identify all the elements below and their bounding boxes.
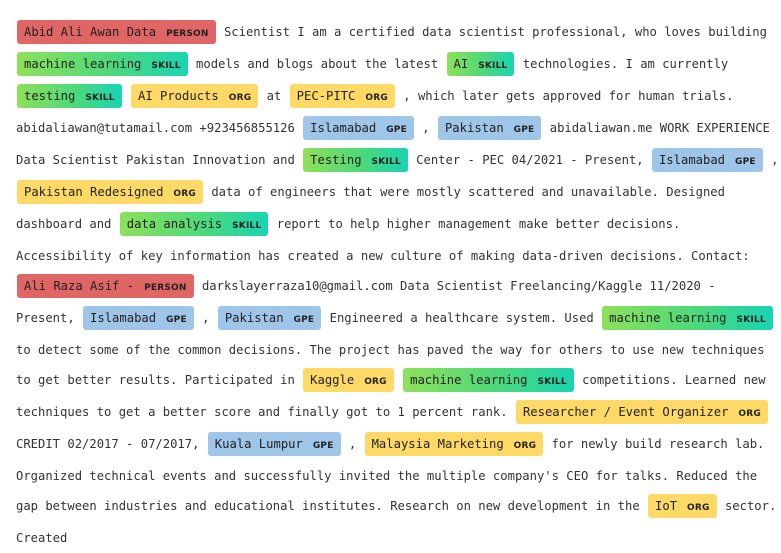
text-span: models and blogs about the latest [188, 57, 446, 71]
entity-org: IoT ORG [648, 494, 717, 518]
entity-skill: data analysis SKILL [119, 212, 269, 236]
text-span: report to help higher management make be… [16, 217, 750, 263]
entity-org: Kaggle ORG [303, 368, 394, 392]
entity-text: Kuala Lumpur [214, 437, 303, 451]
entity-org: AI Products ORG [131, 84, 259, 108]
entity-skill: machine learning SKILL [403, 368, 574, 392]
entity-skill: machine learning SKILL [17, 52, 188, 76]
entity-label-badge: GPE [386, 125, 407, 135]
entity-label-badge: SKILL [537, 377, 567, 387]
entity-label-badge: ORG [364, 377, 387, 387]
entity-label-badge: SKILL [151, 61, 181, 71]
entity-gpe: Islamabad GPE [83, 306, 194, 330]
entity-text: PEC-PITC [296, 89, 356, 103]
entity-text: testing [24, 89, 76, 103]
entity-text: AI Products [138, 89, 219, 103]
entity-text: Abid Ali Awan Data [24, 25, 157, 39]
entity-person: Ali Raza Asif - PERSON [17, 274, 194, 298]
entity-gpe: Islamabad GPE [651, 148, 763, 172]
text-span [395, 373, 402, 387]
entity-gpe: Kuala Lumpur GPE [207, 432, 341, 456]
entity-org: Pakistan Redesigned ORG [17, 180, 203, 204]
entity-text: Pakistan Redesigned [24, 185, 164, 199]
entity-text: Islamabad [658, 153, 726, 167]
entity-org: Malaysia Marketing ORG [364, 432, 544, 456]
entity-label-badge: ORG [228, 93, 252, 103]
text-span: , [341, 437, 364, 451]
entity-label-badge: PERSON [144, 283, 187, 293]
entity-label-badge: ORG [365, 93, 388, 103]
text-span: abidaliawan.me WORK EXPERIENCE Data Scie… [16, 121, 770, 167]
entity-label-badge: ORG [738, 409, 761, 419]
text-span: , [194, 311, 217, 325]
entity-skill: machine learning SKILL [602, 306, 773, 330]
entity-label-badge: SKILL [371, 157, 401, 167]
text-span: Center - PEC 04/2021 - Present, [408, 153, 651, 167]
entity-skill: AI SKILL [446, 52, 515, 76]
entity-text: machine learning [410, 373, 528, 387]
entity-org: PEC-PITC ORG [289, 84, 395, 108]
entity-text: Ali Raza Asif - [24, 279, 135, 293]
entity-label-badge: SKILL [232, 221, 262, 231]
text-span: Scientist I am a certified data scientis… [216, 25, 767, 39]
text-span: data of engineers that were mostly scatt… [16, 185, 725, 231]
text-span: to detect some of the common decisions. … [16, 343, 765, 387]
entity-label-badge: GPE [735, 157, 756, 167]
entity-text: machine learning [609, 311, 727, 325]
entity-label-badge: SKILL [85, 93, 115, 103]
entity-text: machine learning [24, 57, 142, 71]
text-span: at [259, 89, 289, 103]
entity-text: IoT [655, 499, 678, 513]
text-span: Engineered a healthcare system. Used [322, 311, 602, 325]
text-span: darkslayerraza10@gmail.com Data Scientis… [16, 279, 716, 325]
entity-org: Researcher / Event Organizer ORG [515, 400, 768, 424]
entity-label-badge: GPE [513, 125, 535, 135]
text-span: , which later gets approved for human tr… [16, 89, 734, 135]
entity-text: Researcher / Event Organizer [522, 405, 729, 419]
entity-label-badge: SKILL [736, 315, 766, 325]
entity-label-badge: GPE [166, 315, 187, 325]
text-span: CREDIT 02/2017 - 07/2017, [16, 437, 207, 451]
entity-label-badge: GPE [293, 315, 315, 325]
entity-skill: Testing SKILL [303, 148, 408, 172]
entity-text: Malaysia Marketing [371, 437, 504, 451]
entity-text: Islamabad [310, 121, 377, 135]
entity-gpe: Pakistan GPE [217, 306, 322, 330]
entity-gpe: Islamabad GPE [303, 116, 414, 140]
text-span: competitions. Learned new techniques to … [16, 373, 766, 419]
entity-text: data analysis [126, 217, 223, 231]
entity-label-badge: GPE [312, 441, 334, 451]
text-span: , [414, 121, 437, 135]
entity-label-badge: ORG [173, 189, 196, 199]
entity-label-badge: ORG [513, 441, 537, 451]
entity-text: Pakistan [224, 311, 284, 325]
entity-text: Testing [310, 153, 362, 167]
entity-skill: testing SKILL [17, 84, 122, 108]
text-span [123, 89, 130, 103]
entity-label-badge: SKILL [478, 61, 508, 71]
entity-label-badge: PERSON [166, 29, 209, 39]
entity-label-badge: ORG [687, 503, 710, 513]
entity-text: Kaggle [310, 373, 355, 387]
text-span: technologies. I am currently [515, 57, 729, 71]
entity-gpe: Pakistan GPE [437, 116, 542, 140]
text-span: , [763, 153, 779, 167]
entity-text: Pakistan [444, 121, 504, 135]
entity-person: Abid Ali Awan Data PERSON [17, 20, 216, 44]
entity-text: AI [453, 57, 469, 71]
entity-text: Islamabad [90, 311, 157, 325]
